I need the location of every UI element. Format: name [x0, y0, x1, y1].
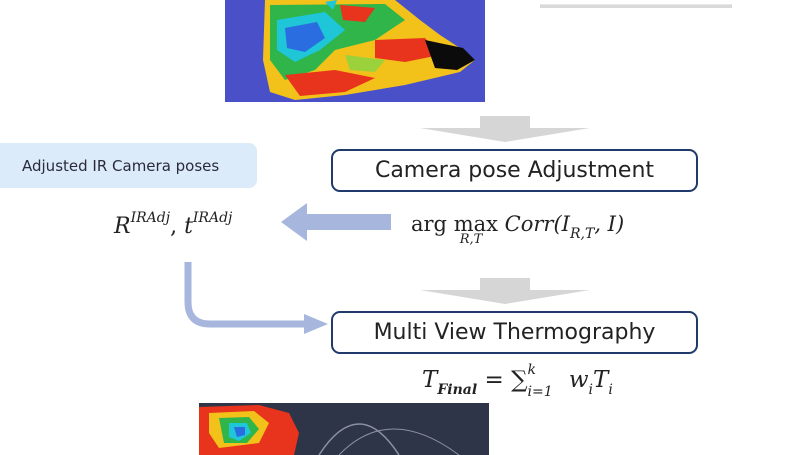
pose-adjustment-label: Camera pose Adjustment [374, 158, 655, 183]
pose-adjustment-box: Camera pose Adjustment [331, 149, 698, 192]
multi-view-box: Multi View Thermography [331, 311, 698, 354]
down-arrow-icon [420, 116, 590, 142]
down-arrow-icon [420, 278, 590, 304]
adjusted-poses-text: Adjusted IR Camera poses [22, 156, 220, 175]
elbow-arrow-icon [184, 262, 328, 334]
thermal-render-bottom [199, 403, 489, 455]
argmax-equation: arg max R,T Corr(IR,T, I) [411, 212, 625, 247]
multi-view-label: Multi View Thermography [373, 320, 656, 345]
left-arrow-icon [281, 203, 391, 241]
pose-equation: RIRAdj, tIRAdj [114, 210, 233, 239]
adjusted-poses-label: Adjusted IR Camera poses [0, 143, 257, 188]
cropped-text-fragment: ▬▬▬▬▬▬▬▬▬▬▬▬▬▬▬▬ [540, 0, 732, 8]
thermal-foot-render-icon [225, 0, 485, 102]
thermal-foot-render-icon [199, 403, 489, 455]
thermal-render-top [225, 0, 485, 102]
